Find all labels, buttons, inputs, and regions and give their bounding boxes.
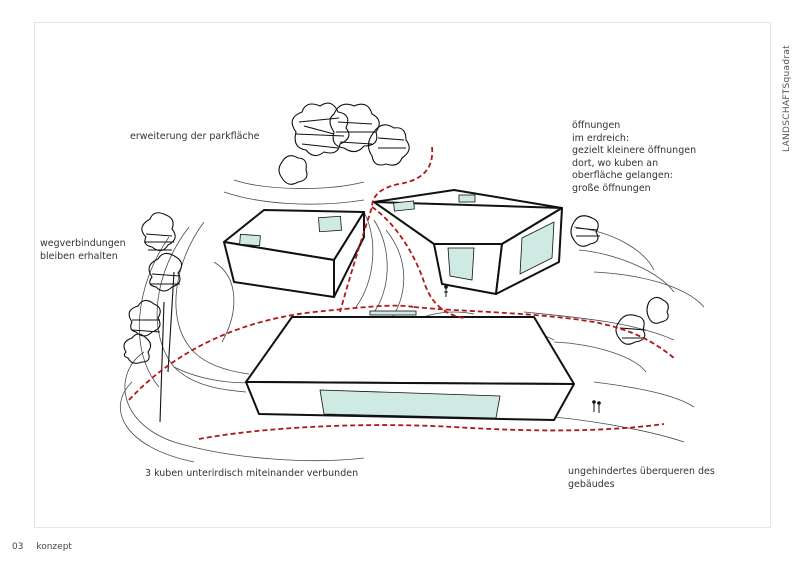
annotation-line: ungehindertes überqueren des <box>568 466 715 477</box>
annotation-line: dort, wo kuben an <box>572 157 659 169</box>
cube-front-skylight <box>369 310 417 316</box>
cube-back-right-skylight <box>393 200 415 212</box>
annotation-connected: 3 kuben unterirdisch miteinander verbund… <box>145 468 359 479</box>
annotation-line: oberfläche gelangen: <box>572 170 673 181</box>
cube-back-right-window-left <box>447 247 475 281</box>
annotation-line: gezielt kleinere öffnungen <box>572 145 697 156</box>
cube-front-window <box>319 389 501 419</box>
cube-back-left-skylight <box>318 215 342 233</box>
cube-back-right <box>373 189 563 295</box>
annotation-line: bleiben erhalten <box>40 250 118 262</box>
annotation-paths-preserved: wegverbindungen bleiben erhalten <box>40 238 126 263</box>
path-connections <box>128 146 675 440</box>
annotation-line: öffnungen <box>572 120 621 131</box>
section-title: konzept <box>36 542 72 552</box>
annotation-line: wegverbindungen <box>40 238 126 249</box>
annotation-park-extension: erweiterung der parkfläche <box>130 131 260 142</box>
annotation-line: gebäudes <box>568 478 615 490</box>
annotation-line: im erdreich: <box>572 132 630 144</box>
tree-clusters <box>123 102 669 423</box>
sheet-frame <box>34 22 771 528</box>
page-footer: 03 konzept <box>12 542 82 552</box>
people-figures <box>444 285 601 413</box>
brand-vertical: LANDSCHAFTSquadrat <box>782 45 792 152</box>
cube-back-right-skylight-small <box>458 194 476 203</box>
concept-sketch <box>119 102 705 463</box>
cube-back-right-window-right <box>519 221 555 275</box>
cube-back-left-skylight-small <box>239 233 261 247</box>
annotation-openings: öffnungen im erdreich: gezielt kleinere … <box>572 120 696 195</box>
page-number: 03 <box>12 542 24 552</box>
annotation-line: große öffnungen <box>572 182 651 194</box>
annotation-crossing: ungehindertes überqueren des gebäudes <box>568 466 715 491</box>
cube-back-left <box>223 209 365 298</box>
